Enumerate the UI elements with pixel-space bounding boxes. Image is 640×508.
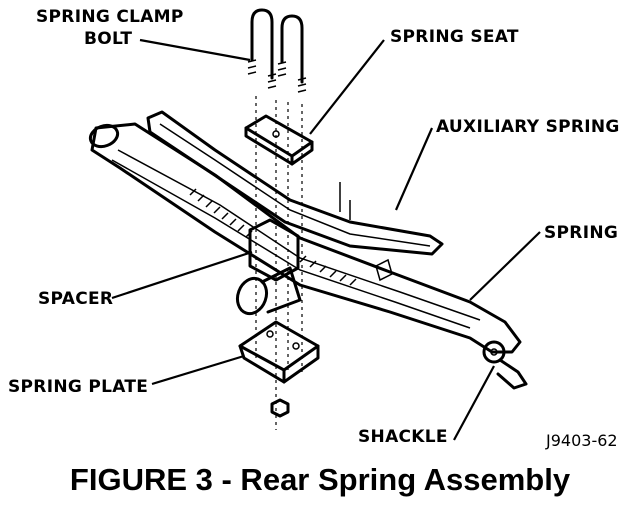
auxiliary-spring-illustration <box>146 110 444 256</box>
spring-seat-illustration <box>244 114 314 166</box>
label-spring-clamp-bolt-line1: SPRING CLAMP <box>36 7 184 27</box>
leader-spring <box>469 231 541 301</box>
label-spring-plate: SPRING PLATE <box>8 377 148 397</box>
label-auxiliary-spring: AUXILIARY SPRING <box>436 117 620 137</box>
leader-spring-plate <box>151 354 245 386</box>
spring-plate-illustration <box>238 320 320 418</box>
leader-auxiliary-spring <box>394 127 434 211</box>
leader-shackle <box>453 365 495 441</box>
figure-code: J9403-62 <box>545 431 618 450</box>
spacer-illustration <box>235 218 302 316</box>
label-spring-clamp-bolt-line2: BOLT <box>84 29 132 49</box>
label-spacer: SPACER <box>38 289 113 309</box>
spring-clamp-bolt-illustration <box>247 8 307 430</box>
leader-lines <box>111 38 541 441</box>
leader-spring-seat <box>309 39 385 135</box>
label-spring: SPRING <box>544 223 618 243</box>
figure-caption: FIGURE 3 - Rear Spring Assembly <box>69 462 571 497</box>
leader-spring-clamp-bolt <box>139 38 251 62</box>
frame-bracket-illustration <box>339 182 393 282</box>
label-shackle: SHACKLE <box>358 427 448 447</box>
leaf-spring-illustration <box>88 122 522 354</box>
label-spring-seat: SPRING SEAT <box>390 27 519 47</box>
shackle-illustration <box>482 340 528 390</box>
leader-spacer <box>111 250 253 300</box>
